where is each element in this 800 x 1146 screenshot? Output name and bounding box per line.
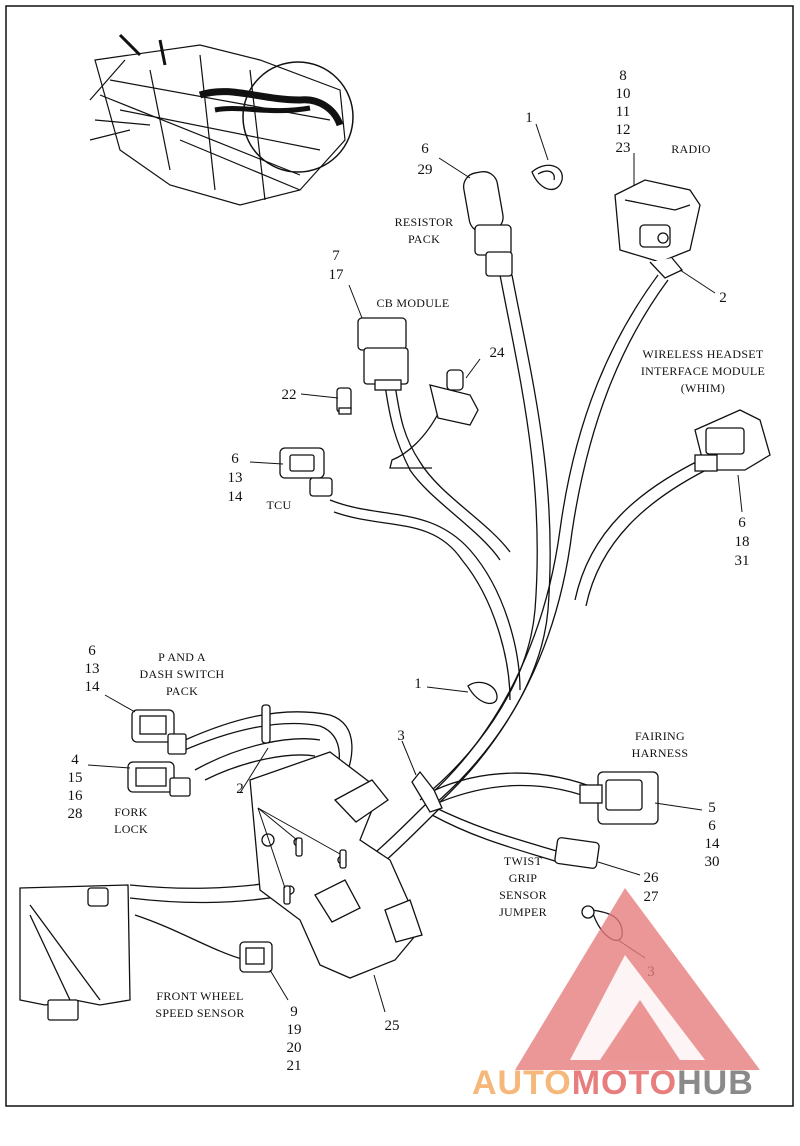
whim-connector xyxy=(694,409,771,472)
diagram-frame xyxy=(5,5,794,1107)
callout-tcu-3: 14 xyxy=(228,489,244,505)
label-whim-line1: WIRELESS HEADSET xyxy=(642,347,763,361)
callout-bracket: 25 xyxy=(385,1018,400,1034)
watermark: AUTOMOTOHUB xyxy=(472,888,760,1102)
label-p-and-a-line3: PACK xyxy=(166,684,198,698)
callout-whim-1: 6 xyxy=(738,515,746,531)
label-twist-grip-line1: TWIST xyxy=(504,854,543,868)
fairing-harness-connector xyxy=(579,771,659,825)
label-fork-lock-line1: FORK xyxy=(114,805,147,819)
callout-ties: 2 xyxy=(236,781,244,797)
cable-tie-a xyxy=(295,837,303,857)
label-p-and-a-line1: P AND A xyxy=(158,650,206,664)
protective-cap xyxy=(429,369,479,426)
callout-fairing-4: 30 xyxy=(705,854,720,870)
callout-twist-grip-2: 27 xyxy=(644,889,660,905)
chassis-thumbnail xyxy=(89,33,354,206)
label-resistor-pack-line2: PACK xyxy=(408,232,440,246)
label-tcu: TCU xyxy=(267,498,292,512)
label-twist-grip-line3: SENSOR xyxy=(499,888,547,902)
callout-front-wheel-4: 21 xyxy=(287,1058,302,1074)
callout-numbers: 8 10 11 12 23 1 6 29 2 7 17 24 22 6 13 1… xyxy=(68,68,750,1074)
label-whim-line3: (WHIM) xyxy=(681,381,725,395)
callout-whim-3: 31 xyxy=(735,553,750,569)
watermark-text: AUTOMOTOHUB xyxy=(472,1064,754,1102)
label-whim-line2: INTERFACE MODULE xyxy=(641,364,765,378)
cable-tie-b xyxy=(339,849,347,869)
callout-twist-grip-1: 26 xyxy=(644,870,660,886)
parts xyxy=(19,164,771,1021)
label-twist-grip-line4: JUMPER xyxy=(499,905,547,919)
callout-tcu-1: 6 xyxy=(231,451,239,467)
callout-p-and-a-2: 13 xyxy=(85,661,100,677)
resistor-pack xyxy=(462,171,513,277)
callout-cb-2: 17 xyxy=(329,267,345,283)
cb-module-connector xyxy=(357,317,409,391)
p-and-a-connector xyxy=(131,709,187,755)
callout-radio-2: 10 xyxy=(616,86,631,102)
callout-radio-5: 23 xyxy=(616,140,631,156)
callout-fairing-1: 5 xyxy=(708,800,716,816)
label-radio: RADIO xyxy=(671,142,711,156)
callout-resistor-2: 29 xyxy=(418,162,433,178)
tcu-connector xyxy=(279,447,333,497)
callout-radio-3: 11 xyxy=(616,104,630,120)
watermark-moto: MOTO xyxy=(572,1064,677,1102)
callout-tie-clip: 3 xyxy=(397,728,405,744)
hose-clip-mid xyxy=(467,681,498,705)
front-wheel-sensor-connector xyxy=(239,941,273,973)
watermark-auto: AUTO xyxy=(472,1064,572,1102)
callout-radio-1: 8 xyxy=(619,68,627,84)
callout-fork-lock-2: 15 xyxy=(68,770,83,786)
label-fairing-harness-line1: FAIRING xyxy=(635,729,685,743)
callout-front-wheel-3: 20 xyxy=(287,1040,302,1056)
callout-tcu-2: 13 xyxy=(228,470,243,486)
part-labels: RADIO RESISTOR PACK CB MODULE WIRELESS H… xyxy=(114,142,765,1020)
callout-clip-mid: 1 xyxy=(414,676,422,692)
plug xyxy=(336,387,352,415)
callout-cb-1: 7 xyxy=(332,248,340,264)
callout-front-wheel-1: 9 xyxy=(290,1004,298,1020)
callout-radio-clip: 2 xyxy=(719,290,727,306)
label-fairing-harness-line2: HARNESS xyxy=(632,746,689,760)
callout-front-wheel-2: 19 xyxy=(287,1022,302,1038)
callout-fairing-2: 6 xyxy=(708,818,716,834)
cable-tie-c xyxy=(283,885,291,905)
label-p-and-a-line2: DASH SWITCH xyxy=(140,667,225,681)
callout-p-and-a-3: 14 xyxy=(85,679,101,695)
callout-fairing-3: 14 xyxy=(705,836,721,852)
tie-clip xyxy=(411,770,443,813)
callout-whim-2: 18 xyxy=(735,534,750,550)
callout-cap: 24 xyxy=(490,345,506,361)
fork-lock-connector xyxy=(127,761,191,797)
label-twist-grip-line2: GRIP xyxy=(509,871,538,885)
handlebar-housing xyxy=(19,884,131,1021)
label-front-wheel-line1: FRONT WHEEL xyxy=(156,989,243,1003)
callout-p-and-a-1: 6 xyxy=(88,643,96,659)
watermark-triangle-inner xyxy=(600,1000,680,1060)
radio-connector xyxy=(614,179,701,279)
watermark-hub: HUB xyxy=(677,1064,754,1102)
cable-tie-upper xyxy=(261,704,271,744)
twist-grip-jumper-connector xyxy=(554,837,600,869)
callout-fork-lock-3: 16 xyxy=(68,788,84,804)
hose-clip-top xyxy=(531,164,563,190)
detail-circle xyxy=(242,61,354,173)
callout-fork-lock-4: 28 xyxy=(68,806,83,822)
callout-plug: 22 xyxy=(282,387,297,403)
label-front-wheel-line2: SPEED SENSOR xyxy=(155,1006,244,1020)
callout-clip-top: 1 xyxy=(525,110,533,126)
harness-wires xyxy=(129,274,707,961)
callout-radio-4: 12 xyxy=(616,122,631,138)
mounting-bracket xyxy=(249,751,423,979)
label-resistor-pack-line1: RESISTOR xyxy=(395,215,454,229)
callout-fork-lock-1: 4 xyxy=(71,752,79,768)
label-fork-lock-line2: LOCK xyxy=(114,822,148,836)
label-cb-module: CB MODULE xyxy=(376,296,449,310)
callout-resistor-1: 6 xyxy=(421,141,429,157)
